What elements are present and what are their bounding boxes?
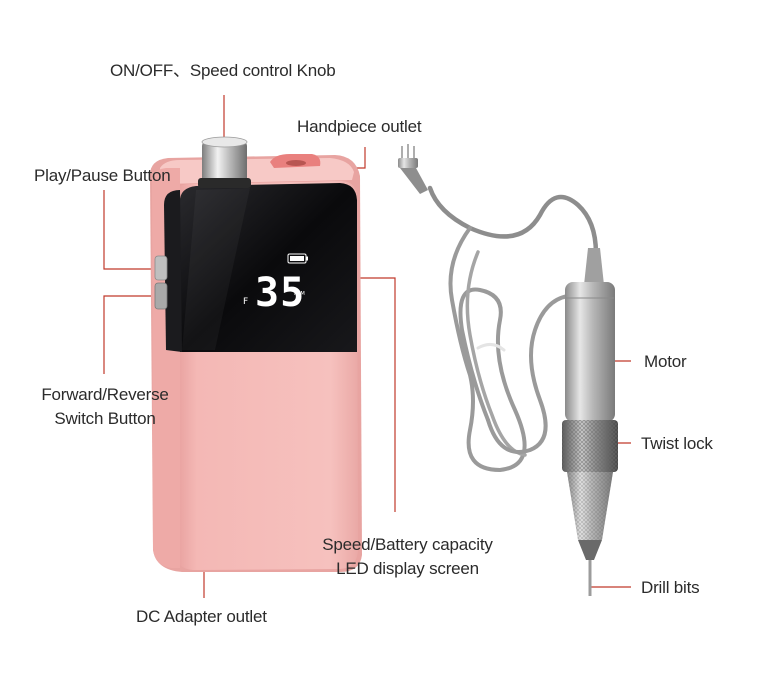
power-cord <box>427 185 599 473</box>
led-display: F 35 RPM <box>243 253 308 316</box>
forward-reverse-switch[interactable] <box>154 282 168 310</box>
label-forward-reverse-line2: Switch Button <box>54 409 156 428</box>
speed-control-knob[interactable] <box>198 136 251 188</box>
motor-body <box>565 282 615 422</box>
label-twist-lock: Twist lock <box>641 434 713 453</box>
label-forward-reverse-line1: Forward/Reverse <box>41 385 169 404</box>
label-handpiece-outlet: Handpiece outlet <box>297 117 422 136</box>
handpiece <box>562 248 618 596</box>
label-forward-reverse: Forward/Reverse Switch Button <box>20 383 190 431</box>
battery-icon <box>287 253 308 264</box>
handpiece-plug <box>398 144 428 194</box>
label-knob: ON/OFF、Speed control Knob <box>110 61 336 80</box>
label-display-line2: LED display screen <box>336 559 479 578</box>
speed-readout: 35 <box>255 270 305 316</box>
label-motor: Motor <box>644 352 687 371</box>
label-play-pause: Play/Pause Button <box>34 166 171 185</box>
label-drill-bits: Drill bits <box>641 578 700 597</box>
label-dc-adapter: DC Adapter outlet <box>136 607 267 626</box>
rpm-unit: RPM <box>294 291 305 297</box>
callout-line-play-pause <box>103 190 157 270</box>
callout-line-forward-reverse <box>103 295 157 374</box>
display-screen <box>179 183 357 352</box>
direction-indicator: F <box>243 297 248 307</box>
label-display-line1: Speed/Battery capacity <box>322 535 493 554</box>
drill-bit <box>588 560 592 596</box>
label-display: Speed/Battery capacity LED display scree… <box>305 533 510 581</box>
control-box <box>150 154 362 572</box>
play-pause-button[interactable] <box>154 255 168 281</box>
